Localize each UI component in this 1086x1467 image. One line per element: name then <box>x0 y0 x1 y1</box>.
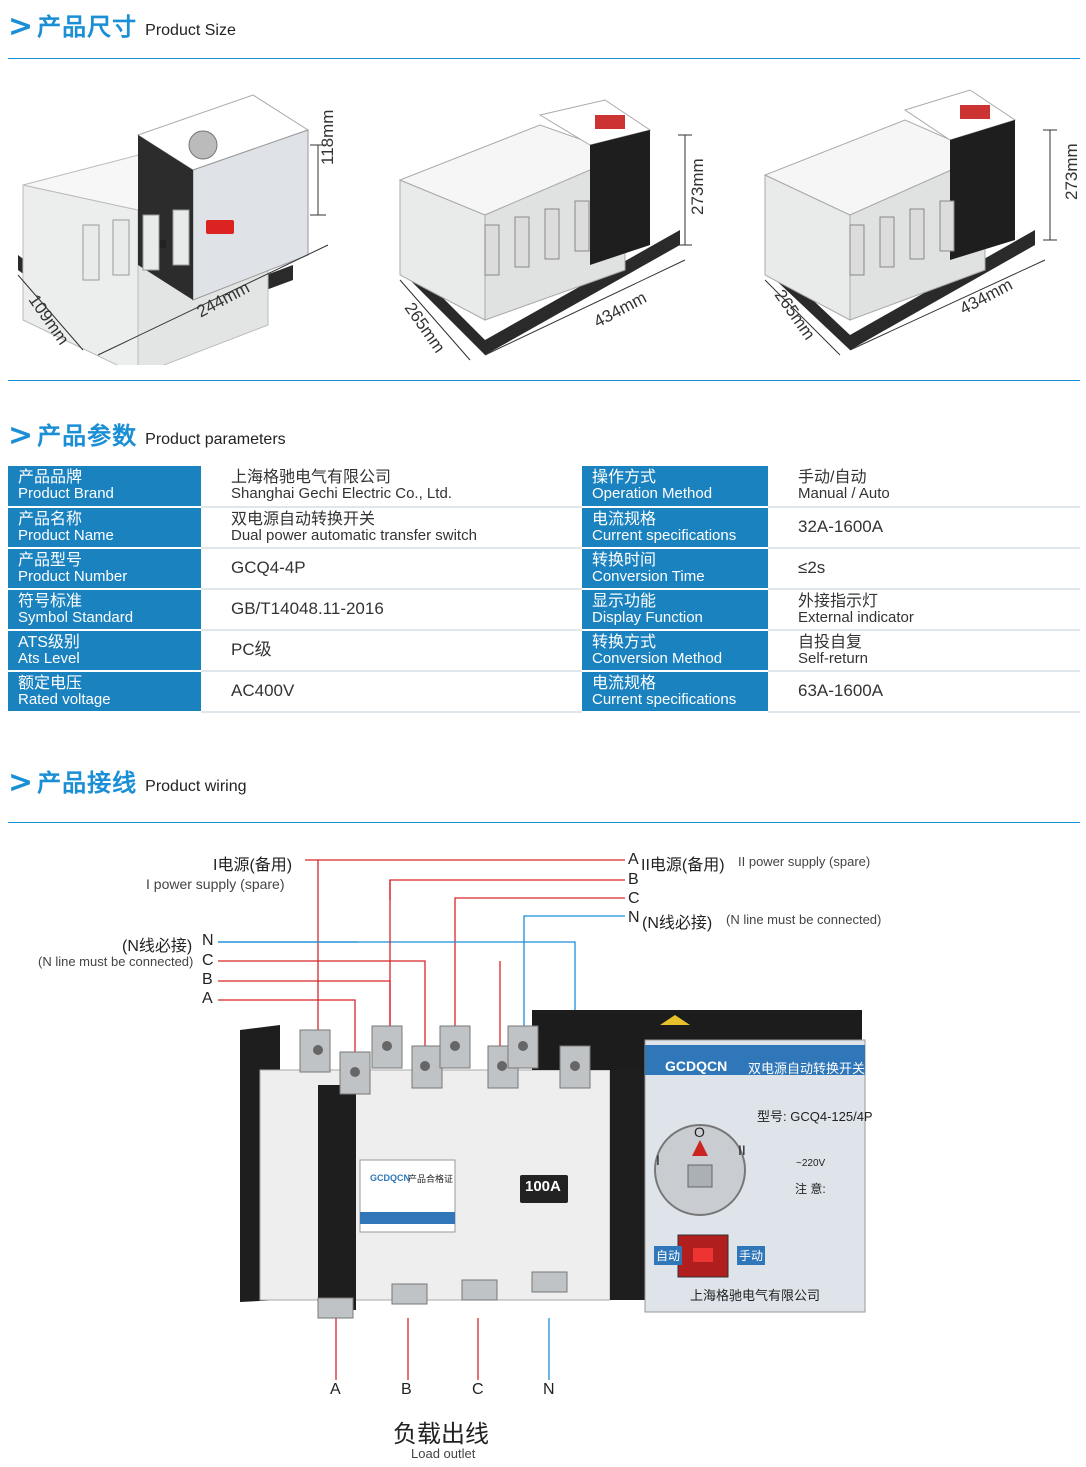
param-value: GCQ4-4P <box>201 548 582 590</box>
param-value: AC400V <box>201 671 582 713</box>
param-value: 32A-1600A <box>768 507 1080 549</box>
right-n-note-en: (N line must be connected) <box>726 912 882 927</box>
section-title-zh: 产品参数 <box>37 423 138 450</box>
product-view-large <box>763 89 1057 356</box>
section-header-size: > 产品尺寸 Product Size <box>8 12 236 42</box>
section-divider <box>8 822 1080 823</box>
right-supply-label: II电源(备用) <box>641 857 725 874</box>
product-view-small <box>17 94 329 365</box>
device-auto-label: 自动 <box>654 1246 683 1265</box>
load-phase-n: N <box>543 1381 555 1398</box>
product-view-medium <box>398 99 692 361</box>
left-supply-sublabel: I power supply (spare) <box>146 876 285 892</box>
load-phase-a: A <box>330 1381 341 1398</box>
device-pos-o: O <box>694 1124 705 1140</box>
chevron-right-icon: > <box>8 9 34 44</box>
section-title-en: Product Size <box>145 22 236 39</box>
param-value: ≤2s <box>768 548 1080 590</box>
device-pos-i: I <box>656 1152 660 1168</box>
load-phase-b: B <box>401 1381 412 1398</box>
right-phase-n: N <box>628 909 640 926</box>
right-phase-c: C <box>628 890 640 907</box>
param-value: 63A-1600A <box>768 671 1080 713</box>
load-outlet-sublabel: Load outlet <box>411 1446 476 1461</box>
right-phase-a: A <box>628 851 639 868</box>
param-value: PC级 <box>201 630 582 672</box>
left-n-note-en: (N line must be connected) <box>38 954 194 969</box>
section-title-en: Product parameters <box>145 431 286 448</box>
right-supply-sublabel: II power supply (spare) <box>738 854 871 869</box>
chevron-right-icon: > <box>8 765 34 800</box>
device-rating: 100A <box>525 1178 561 1195</box>
left-phase-n: N <box>202 932 214 949</box>
left-phase-c: C <box>202 952 214 969</box>
device-title: 双电源自动转换开关 <box>748 1061 866 1076</box>
cert-brand: GCDQCN <box>370 1173 410 1183</box>
left-phase-b: B <box>202 971 213 988</box>
device-manual-label: 手动 <box>737 1246 766 1265</box>
load-phase-c: C <box>472 1381 484 1398</box>
left-n-note: (N线必接) <box>122 938 193 955</box>
right-phase-b: B <box>628 871 639 888</box>
section-divider <box>8 58 1080 59</box>
cert-title: 产品合格证 <box>408 1174 454 1184</box>
wiring-diagram <box>218 859 866 1380</box>
section-divider <box>8 380 1080 381</box>
device-pos-ii: II <box>738 1142 746 1158</box>
dim-height: 273mm <box>688 158 707 215</box>
device-company: 上海格驰电气有限公司 <box>690 1288 821 1303</box>
dim-height: 273mm <box>1062 143 1081 200</box>
section-header-wiring: > 产品接线 Product wiring <box>8 768 247 798</box>
section-title-zh: 产品接线 <box>37 770 138 797</box>
section-header-params: > 产品参数 Product parameters <box>8 421 286 451</box>
left-phase-a: A <box>202 990 213 1007</box>
right-n-note: (N线必接) <box>642 915 713 932</box>
device-note-title: 注 意: <box>795 1182 826 1196</box>
chevron-right-icon: > <box>8 418 34 453</box>
left-supply-label: I电源(备用) <box>213 857 293 874</box>
section-title-zh: 产品尺寸 <box>37 14 138 41</box>
device-voltage: ~220V <box>796 1158 826 1169</box>
param-value: GB/T14048.11-2016 <box>201 589 582 631</box>
section-title-en: Product wiring <box>145 778 247 795</box>
device-model: 型号: GCQ4-125/4P <box>757 1109 873 1124</box>
dim-height: 118mm <box>318 109 337 165</box>
device-brand: GCDQCN <box>665 1058 728 1074</box>
load-outlet-label: 负载出线 <box>393 1421 489 1448</box>
